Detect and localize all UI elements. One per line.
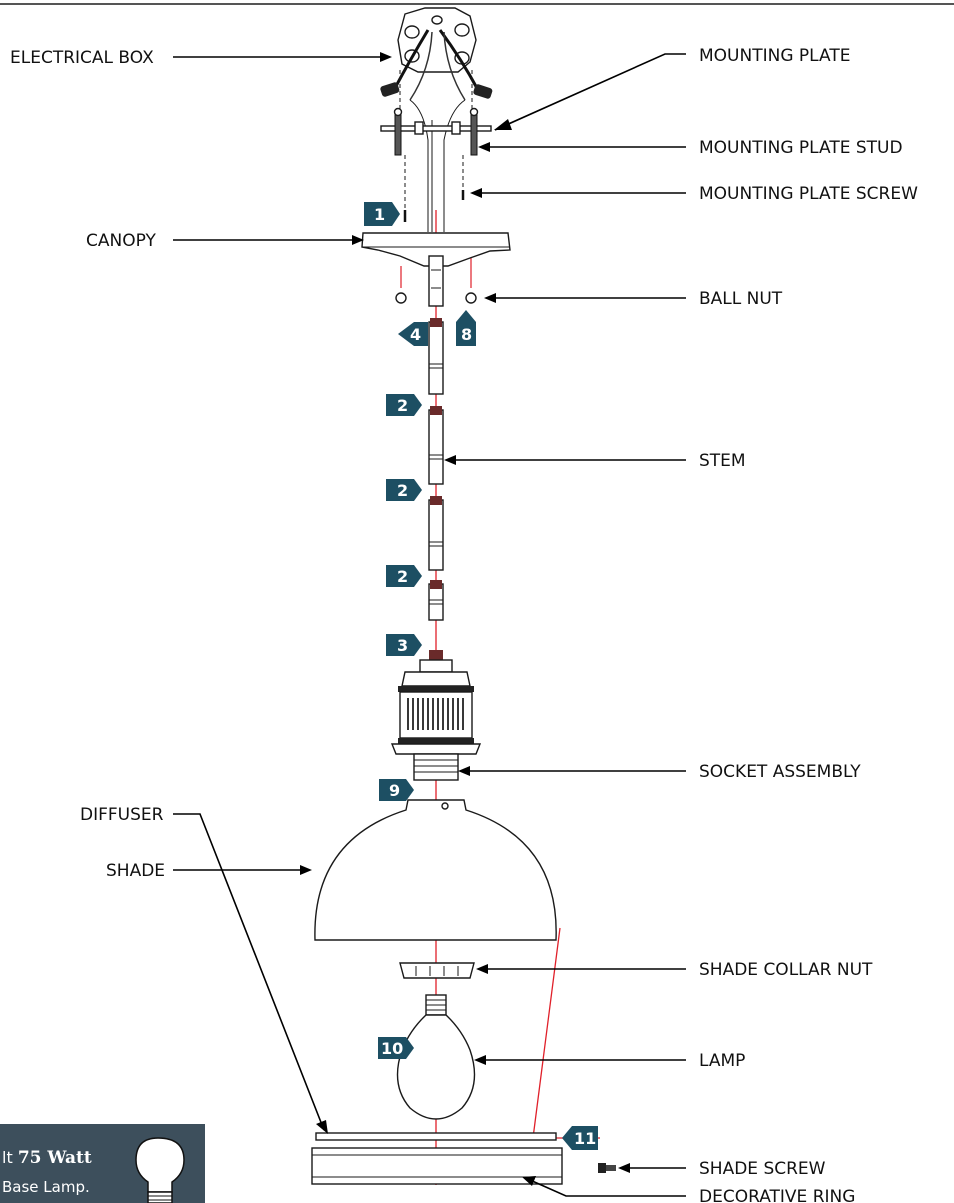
step-2a-label: 2: [397, 396, 408, 415]
step-2c-badge: 2: [386, 565, 422, 587]
step-4-label: 4: [410, 325, 421, 344]
lamp-note-line2: Base Lamp.: [2, 1178, 90, 1196]
step-8-badge: 8: [456, 310, 476, 346]
step-9-label: 9: [389, 781, 400, 800]
lamp-note-box: lt 75 Watt Base Lamp.: [0, 1124, 205, 1203]
mounting-plate-studs: [393, 107, 479, 156]
step-2b-label: 2: [397, 481, 408, 500]
shade-screw: [598, 1163, 616, 1173]
step-2c-label: 2: [397, 567, 408, 586]
shade: [314, 799, 557, 941]
step-10-badge: 10: [378, 1037, 414, 1059]
socket-assembly: [390, 650, 482, 781]
label-mounting-plate-stud: MOUNTING PLATE STUD: [699, 138, 903, 158]
lightbulb-icon: [135, 1137, 185, 1203]
step-11-badge: 11: [562, 1126, 598, 1150]
step-10-label: 10: [381, 1039, 403, 1058]
canopy: [361, 232, 511, 307]
step-11-label: 11: [574, 1129, 596, 1148]
step-3-badge: 3: [386, 634, 422, 656]
label-shade-collar-nut: SHADE COLLAR NUT: [699, 960, 873, 980]
step-badges: 1 4 8 2 2 2 3 9: [364, 202, 598, 1150]
step-4-badge: 4: [398, 322, 428, 346]
stems: [428, 318, 444, 621]
label-shade: SHADE: [106, 861, 165, 881]
step-2b-badge: 2: [386, 479, 422, 501]
step-1-label: 1: [374, 205, 385, 224]
label-lamp: LAMP: [699, 1051, 745, 1071]
label-ball-nut: BALL NUT: [699, 289, 783, 309]
label-socket-assembly: SOCKET ASSEMBLY: [699, 762, 861, 782]
leader-lines: [444, 53, 686, 1197]
step-3-label: 3: [397, 636, 408, 655]
lamp-bulb: [396, 994, 476, 1120]
mounting-plate-screws: [403, 155, 465, 222]
step-9-badge: 9: [379, 779, 414, 801]
shade-screw-guide: [532, 927, 600, 1139]
label-decorative-ring: DECORATIVE RING: [699, 1187, 855, 1203]
leader-lines-left: [173, 52, 392, 1134]
lamp-note-line1: lt 75 Watt: [2, 1148, 92, 1168]
electrical-box: [380, 7, 493, 112]
decorative-ring: [311, 1147, 563, 1185]
label-mounting-plate-screw: MOUNTING PLATE SCREW: [699, 184, 918, 204]
label-diffuser: DIFFUSER: [80, 805, 164, 825]
mounting-plate: [380, 121, 492, 135]
ball-nuts: [395, 292, 477, 304]
label-canopy: CANOPY: [86, 231, 156, 251]
label-shade-screw: SHADE SCREW: [699, 1159, 826, 1179]
step-8-label: 8: [461, 325, 472, 344]
wires: [409, 99, 466, 232]
label-electrical-box: ELECTRICAL BOX: [10, 48, 154, 68]
callout-labels: ELECTRICAL BOX MOUNTING PLATE MOUNTING P…: [10, 46, 918, 1203]
label-stem: STEM: [699, 451, 746, 471]
label-mounting-plate: MOUNTING PLATE: [699, 46, 850, 66]
step-2a-badge: 2: [386, 394, 422, 416]
shade-collar-nut: [399, 962, 475, 979]
diffuser: [315, 1132, 557, 1141]
step-1-badge: 1: [364, 202, 400, 226]
